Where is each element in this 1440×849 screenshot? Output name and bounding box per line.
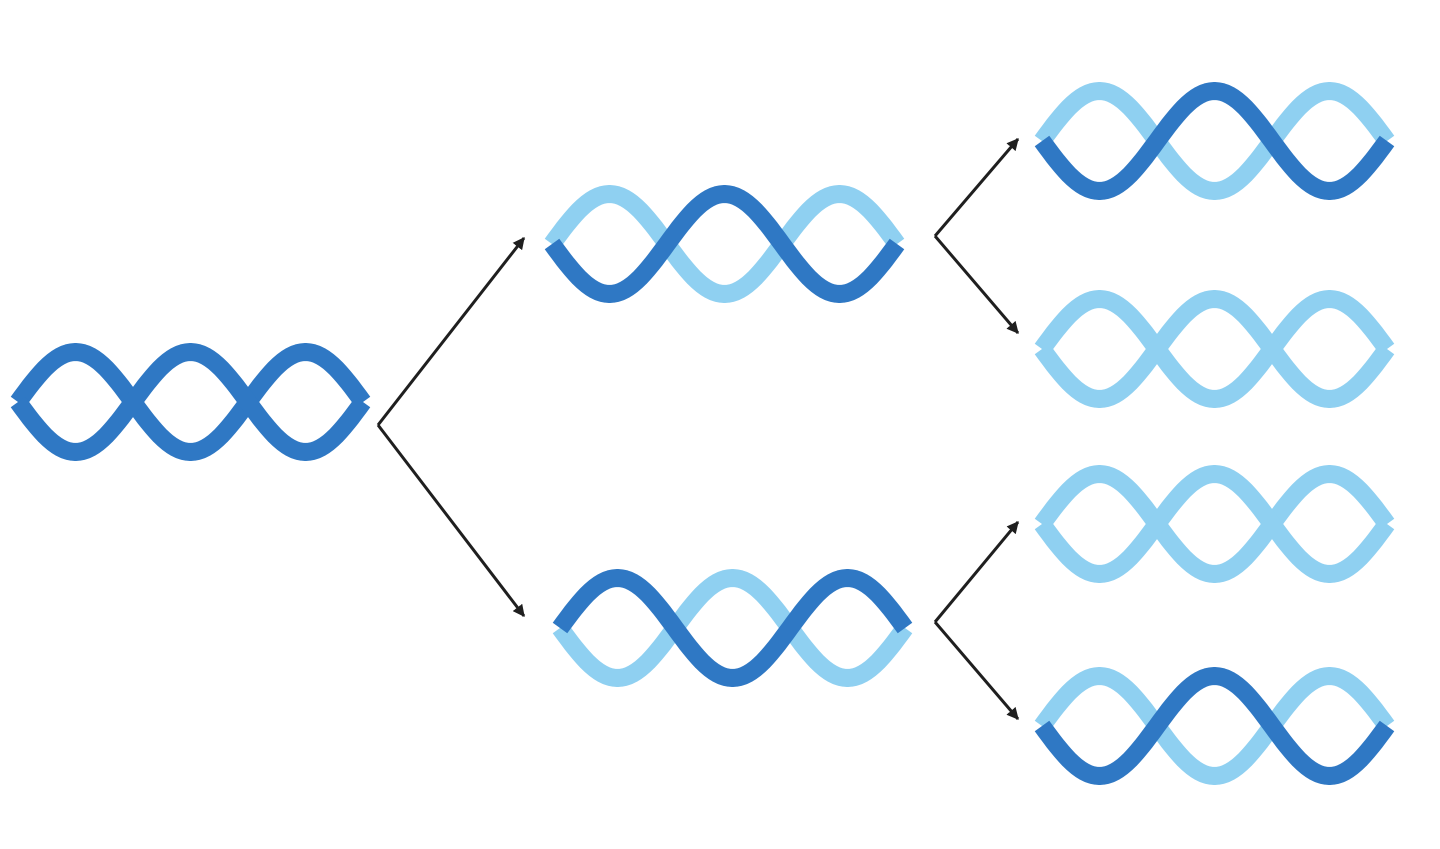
helix-strand-b-new xyxy=(1034,465,1395,583)
arrow-gen1-bottom-to-gen2-bottom-b xyxy=(933,621,1020,720)
helix-strand-a-old xyxy=(1034,667,1395,785)
arrow-parent-to-gen1-top xyxy=(376,237,526,426)
dna-helix-gen2-top-b xyxy=(1034,290,1395,408)
dna-helix-parent xyxy=(10,343,371,461)
helix-strand-b-new xyxy=(544,185,905,303)
arrow-gen1-top-to-gen2-top-b xyxy=(933,235,1020,334)
helix-strand-b-new xyxy=(1034,82,1395,200)
dna-helix-gen1-top xyxy=(544,185,905,303)
arrow-gen1-bottom-to-gen2-bottom-a xyxy=(933,521,1020,623)
arrow-layer xyxy=(376,138,1020,720)
dna-helix-gen1-bottom xyxy=(552,569,913,687)
helix-layer xyxy=(10,82,1395,785)
helix-strand-a-old xyxy=(544,185,905,303)
helix-strand-b-new xyxy=(1034,290,1395,408)
dna-helix-gen2-top-a xyxy=(1034,82,1395,200)
helix-strand-b-old xyxy=(10,343,371,461)
dna-helix-gen2-bottom-a xyxy=(1034,465,1395,583)
helix-strand-a-new xyxy=(1034,290,1395,408)
helix-strand-a-new xyxy=(1034,465,1395,583)
helix-strand-a-new xyxy=(552,569,913,687)
helix-strand-b-new xyxy=(1034,667,1395,785)
helix-strand-a-old xyxy=(1034,82,1395,200)
arrow-gen1-top-to-gen2-top-a xyxy=(933,138,1020,237)
dna-helix-gen2-bottom-b xyxy=(1034,667,1395,785)
helix-strand-a-old xyxy=(10,343,371,461)
helix-strand-b-old xyxy=(552,569,913,687)
arrow-parent-to-gen1-bottom xyxy=(376,424,526,617)
